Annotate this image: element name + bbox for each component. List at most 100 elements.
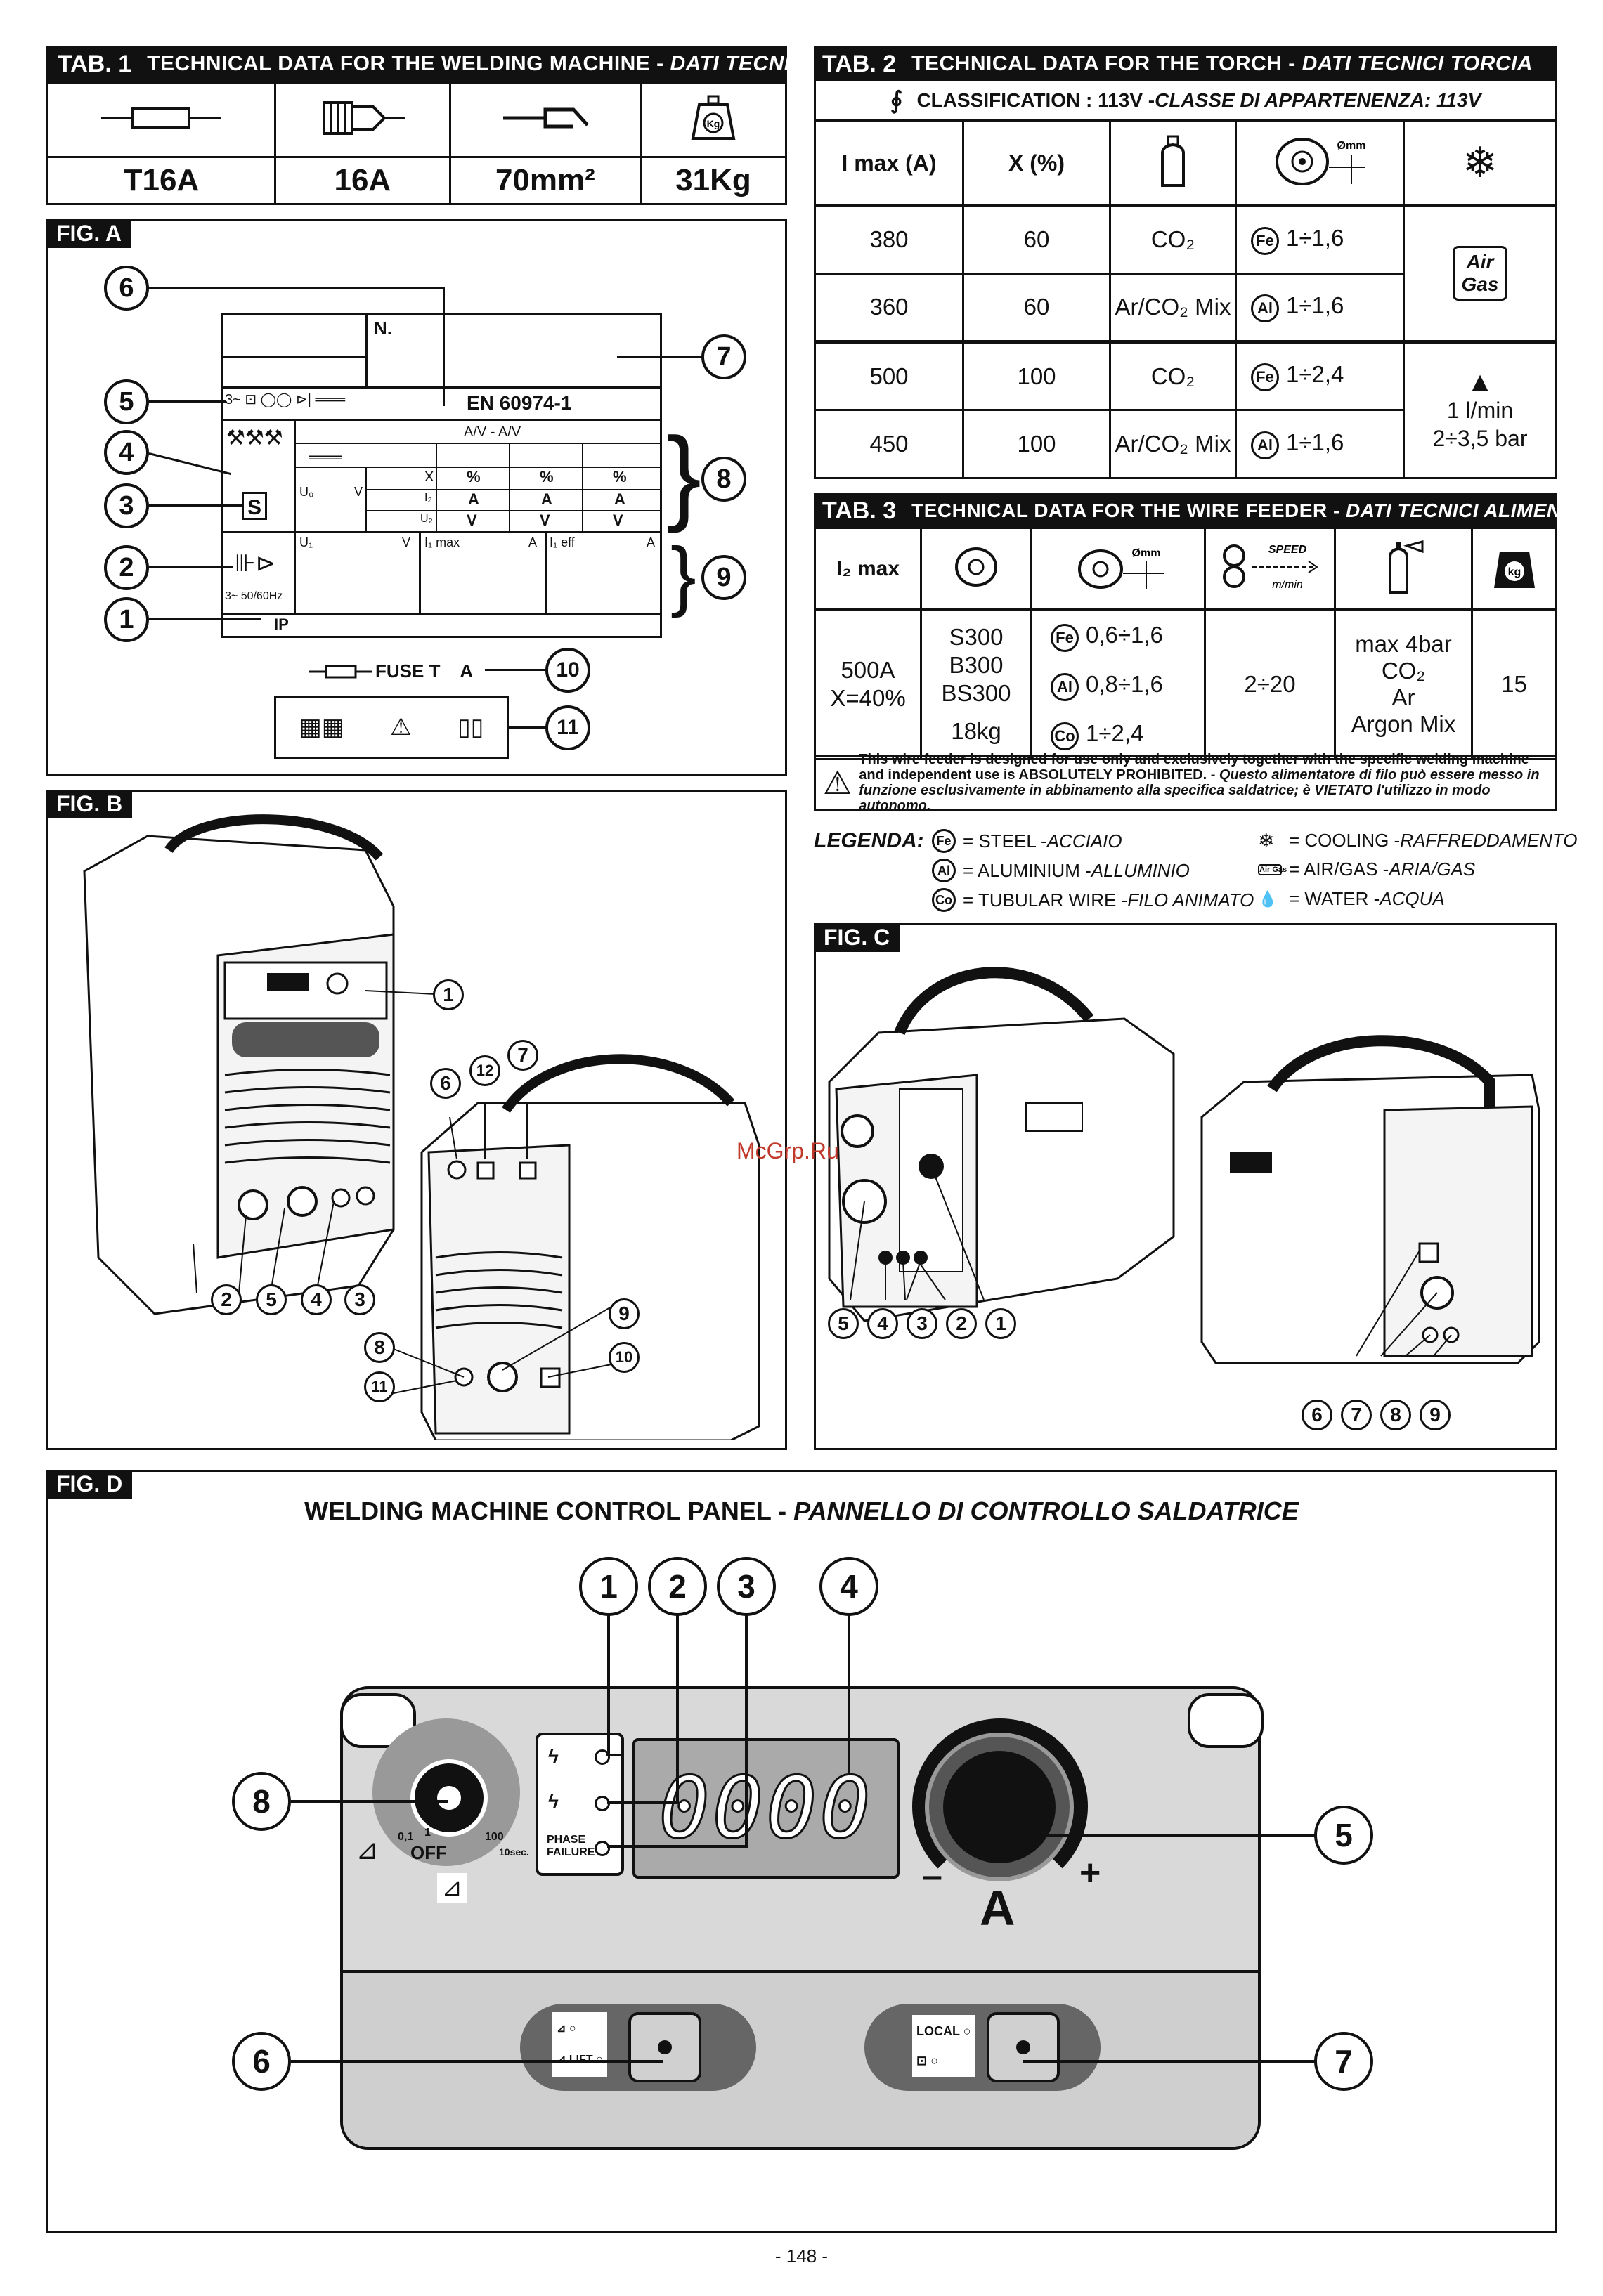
tab1-fuse-value: T16A [46, 155, 276, 206]
tab2-r2-gas: Ar/CO₂ Mix [1109, 273, 1237, 344]
fig-b-callout-5: 5 [256, 1284, 287, 1315]
tab2-r2-x: 60 [962, 273, 1111, 344]
plug-icon [273, 81, 451, 158]
tab2-header: TAB. 2 TECHNICAL DATA FOR THE TORCH - DA… [814, 46, 1557, 81]
watermark: McGrp.Ru [736, 1138, 839, 1163]
tab2-classification: CLASSIFICATION : 113V - [916, 89, 1155, 111]
spool-icon [920, 527, 1032, 611]
process-select-button[interactable] [628, 2012, 701, 2082]
fig-c-callout-2: 2 [946, 1308, 977, 1339]
water-drop-icon: ▲ [1466, 367, 1494, 398]
plate-av: A/V - A/V [464, 424, 521, 440]
fig-a-callout-5: 5 [104, 379, 149, 424]
fig-b-callout-9: 9 [609, 1298, 640, 1329]
tab3-title-it: DATI TECNICI ALIMENTATORE DI FILO [1346, 500, 1557, 521]
fig-b-callout-7: 7 [507, 1040, 538, 1071]
legend-tubular-wire: Co= TUBULAR WIRE - FILO ANIMATO [932, 888, 1254, 912]
fig-a-callout-8: 8 [701, 457, 746, 502]
plate-process-icons: ⚒⚒⚒ [226, 426, 283, 450]
torch-icon: ∮ [890, 86, 903, 114]
plate-x: X [424, 469, 434, 485]
fig-d-callout-3: 3 [717, 1557, 776, 1616]
fig-a-callout-3: 3 [104, 483, 149, 528]
fig-c-tag: FIG. C [814, 923, 900, 952]
tab2-r2-imax: 360 [814, 273, 964, 344]
display-digits: 0000 [658, 1759, 874, 1858]
tab2-r1-imax: 380 [814, 204, 964, 275]
current-plus: + [1079, 1853, 1101, 1893]
fig-a-callout-2: 2 [104, 545, 149, 590]
legend-steel: Fe= STEEL - ACCIAIO [932, 829, 1122, 853]
weight-icon: Kg [639, 81, 788, 158]
tab1-title: TECHNICAL DATA FOR THE WELDING MACHINE - [147, 52, 670, 75]
fig-c-callout-1: 1 [985, 1308, 1016, 1339]
tab1-plug-value: 16A [273, 155, 451, 206]
fig-a-tag: FIG. A [46, 219, 132, 248]
fig-c-callout-6: 6 [1302, 1400, 1332, 1430]
plate-standard: EN 60974-1 [467, 392, 572, 414]
plate-s-symbol: S [242, 492, 267, 520]
fuse-label: FUSE T A [375, 660, 474, 681]
tab2-classification-it: CLASSE DI APPARTENENZA: 113V [1155, 89, 1481, 111]
tab2-title: TECHNICAL DATA FOR THE TORCH - [911, 52, 1302, 75]
fig-b-callout-2: 2 [211, 1284, 242, 1315]
plate-symbol-row: 3~ ⊡ ◯◯ ⊳| ═══ [225, 392, 346, 407]
fig-a-callout-6: 6 [104, 266, 149, 311]
legend-aluminium: Al= ALUMINIUM - ALLUMINIO [932, 859, 1190, 882]
plate-a-2: A [541, 490, 552, 508]
fig-b-callout-1: 1 [433, 979, 464, 1010]
local-remote-icons: LOCAL ○⊡ ○ [912, 2015, 975, 2077]
knob-sec-label: 10sec. [499, 1846, 529, 1858]
legend-cooling: ❄= COOLING - RAFFREDDAMENTO [1258, 830, 1578, 852]
panel-mounting-tab-right [1188, 1693, 1264, 1748]
plate-u0: U₀ [299, 485, 314, 499]
fig-d-callout-5: 5 [1314, 1806, 1373, 1865]
current-display: 0000 [632, 1738, 900, 1879]
tab2-r3-gas: CO₂ [1109, 341, 1237, 411]
plate-pct-1: % [467, 468, 481, 485]
plate-a-1: A [468, 490, 479, 508]
hot-start-icon: ⊿ [437, 1873, 467, 1903]
gas-regulator-icon [1334, 527, 1473, 611]
overvoltage-icon: ϟ [548, 1790, 559, 1812]
air-gas-icon: Air Gas [1258, 863, 1287, 875]
fig-c-callout-7: 7 [1341, 1400, 1372, 1430]
tab3-speed: SPEED [1268, 544, 1307, 556]
tab2-title-it: DATI TECNICI TORCIA [1302, 52, 1533, 75]
water-drop-icon: 💧 [1258, 889, 1278, 908]
fe-symbol: Fe [1251, 363, 1279, 392]
current-knob[interactable] [925, 1733, 1074, 1881]
fig-b-callout-4: 4 [301, 1284, 332, 1315]
tab3-diam-label: Ømm [1132, 547, 1161, 559]
fuse-symbol [309, 663, 372, 684]
thermal-alarm-led [595, 1749, 610, 1765]
remote-selector-area [864, 2004, 1101, 2091]
cooling-snowflake-icon: ❄ [1403, 119, 1557, 207]
fig-c-wire-feeder-drawing [828, 967, 1540, 1364]
fig-c-callout-8: 8 [1380, 1400, 1411, 1430]
legend-air-gas: Air Gas= AIR/GAS - ARIA/GAS [1258, 859, 1476, 880]
plate-i2: I₂ [424, 492, 432, 504]
plate-u2: U₂ [420, 513, 433, 525]
fig-d-callout-6: 6 [232, 2032, 291, 2091]
plate-i1max-a: A [528, 535, 538, 549]
tab3-warning-en: This wire feeder is designed for use onl… [859, 752, 1529, 783]
tab1-cable-value: 70mm² [448, 155, 642, 206]
cable-section-icon [448, 81, 642, 158]
arc-force-knob[interactable] [410, 1759, 488, 1837]
local-remote-button[interactable] [987, 2012, 1060, 2082]
tab3-warning: ⚠ This wire feeder is designed for use o… [814, 752, 1557, 814]
gas-bottle-icon [1109, 119, 1237, 207]
fig-d-callout-2: 2 [648, 1557, 707, 1616]
fig-b-callout-6: 6 [430, 1068, 461, 1099]
plate-i1eff-a: A [647, 535, 656, 549]
plate-a-3: A [614, 490, 625, 508]
